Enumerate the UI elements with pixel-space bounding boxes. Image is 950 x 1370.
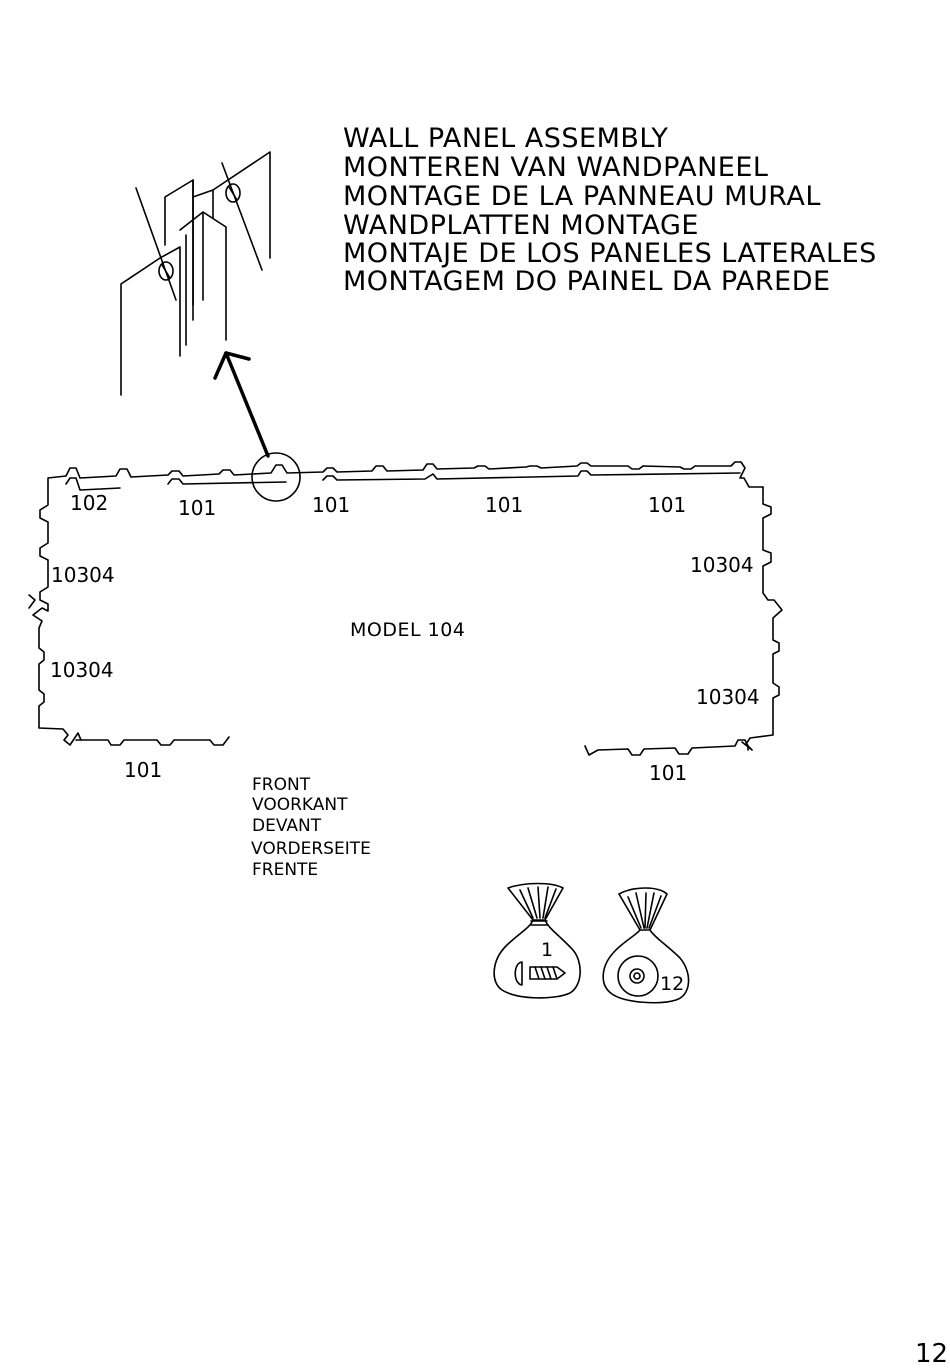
front-labels: FRONT VOORKANT DEVANT VORDERSEITE FRENTE [251,775,371,880]
front-label-nl: VOORKANT [252,795,348,815]
part-label-10304-left-upper: 10304 [51,563,115,587]
part-label-10304-right-upper: 10304 [690,553,754,577]
title-line-pt: MONTAGEM DO PAINEL DA PAREDE [343,266,831,297]
title-line-fr: MONTAGE DE LA PANNEAU MURAL [343,181,821,212]
bottom-right-wall [585,740,748,755]
title-line-nl: MONTEREN VAN WANDPANEEL [343,152,768,183]
part-label-102: 102 [70,491,108,515]
bag-number-1: 1 [541,939,553,961]
part-label-101-bottom-right: 101 [649,761,687,785]
part-label-10304-right-lower: 10304 [696,685,760,709]
front-label-en: FRONT [252,775,311,795]
page-number: 12 [915,1339,948,1369]
title-line-en: WALL PANEL ASSEMBLY [343,123,668,154]
bag-icon [494,884,580,998]
part-label-101-top-1: 101 [178,496,216,520]
part-label-101-top-2: 101 [312,493,350,517]
bag-number-12: 12 [660,973,684,995]
title-block: WALL PANEL ASSEMBLY MONTEREN VAN WANDPAN… [343,123,877,297]
front-label-es: FRENTE [252,860,318,880]
front-label-de: VORDERSEITE [251,839,371,859]
right-wall [742,487,782,750]
hardware-bag-screws: 1 [494,884,580,998]
screw-icon [515,962,565,985]
part-label-101-top-3: 101 [485,493,523,517]
bottom-left-wall [76,737,229,745]
model-label: MODEL 104 [350,619,465,641]
washer-icon [618,956,658,996]
front-label-fr: DEVANT [252,816,322,836]
detail-arrow [215,353,268,456]
part-label-101-top-4: 101 [648,493,686,517]
title-line-de: WANDPLATTEN MONTAGE [343,210,699,241]
left-wall [33,487,81,745]
part-labels: 102 101 101 101 101 10304 10304 10304 10… [50,491,760,785]
hardware-bag-washers: 12 [603,888,688,1003]
part-label-101-bottom-left: 101 [124,758,162,782]
title-line-es: MONTAJE DE LOS PANELES LATERALES [343,238,877,269]
seam-highlight-circle [252,453,300,501]
part-label-10304-left-lower: 10304 [50,658,114,682]
